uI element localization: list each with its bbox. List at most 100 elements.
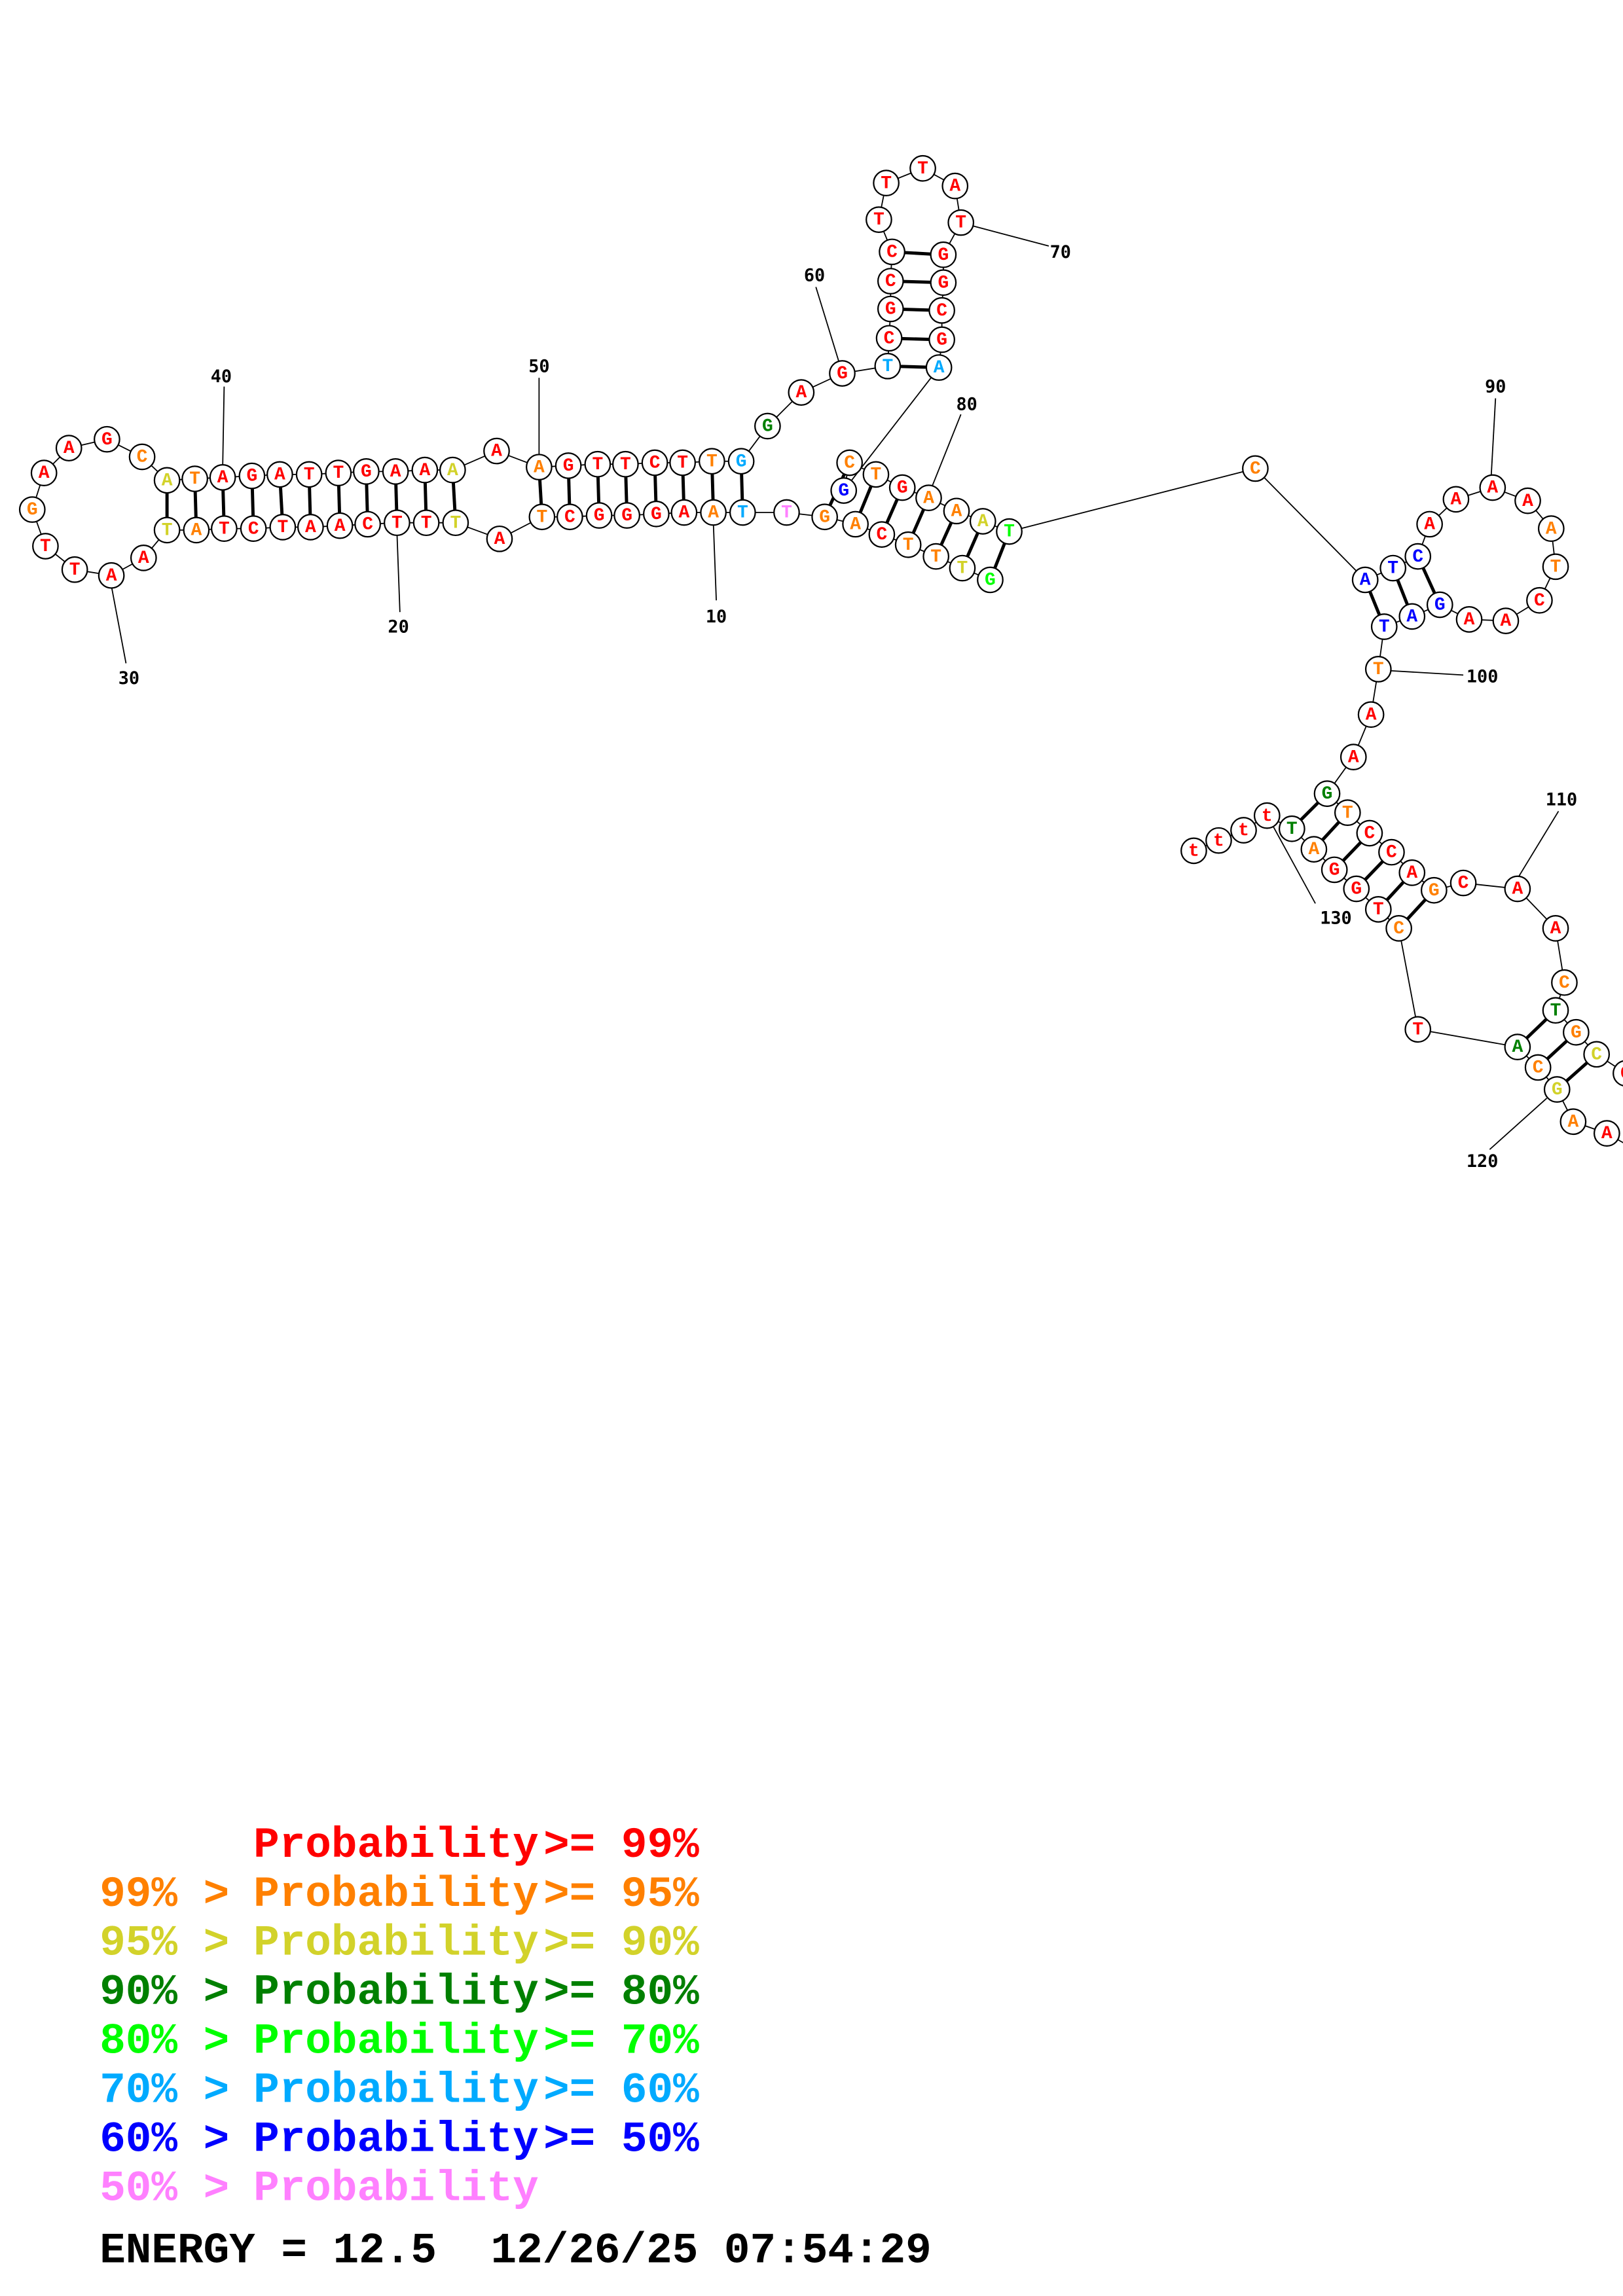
nucleotide-base: A bbox=[419, 461, 430, 481]
nucleotide-base: A bbox=[491, 442, 502, 462]
nucleotide-circle bbox=[18, 496, 46, 523]
nucleotide-110: A bbox=[1504, 875, 1531, 903]
nucleotide-base: A bbox=[1522, 492, 1533, 512]
nucleotide-circle bbox=[947, 209, 975, 236]
nucleotide-base: C bbox=[1412, 547, 1423, 567]
legend-row: 50% >Probability bbox=[100, 2164, 538, 2213]
nucleotide-104: T bbox=[1334, 799, 1361, 827]
nucleotide-circle bbox=[353, 458, 380, 485]
nucleotide-122: A bbox=[1504, 1033, 1531, 1060]
nucleotide-base: T bbox=[333, 463, 344, 484]
nucleotide-36: G bbox=[94, 425, 120, 453]
nucleotide-circle bbox=[1230, 817, 1257, 844]
nucleotide-56: T bbox=[699, 448, 725, 475]
nucleotide-circle bbox=[240, 515, 267, 543]
nucleotide-9: T bbox=[729, 499, 756, 526]
nucleotide-base: T bbox=[162, 521, 173, 541]
nucleotide-base: A bbox=[1450, 490, 1461, 511]
nucleotide-40: A bbox=[209, 463, 236, 491]
nucleotide-base: C bbox=[1591, 1045, 1602, 1065]
nucleotide-base: A bbox=[191, 521, 202, 541]
nucleotide-circle bbox=[1205, 827, 1232, 854]
nucleotide-58: G bbox=[754, 412, 781, 440]
nucleotide-circle bbox=[842, 511, 869, 538]
nucleotide-base: T bbox=[219, 519, 230, 539]
legend-row: Probability>= 99% bbox=[253, 1821, 699, 1870]
nucleotide-circle bbox=[773, 499, 800, 526]
nucleotide-119: A bbox=[1559, 1108, 1587, 1136]
nucleotide-base: T bbox=[450, 513, 461, 533]
nucleotide-circle bbox=[862, 461, 890, 488]
nucleotide-111: A bbox=[1542, 915, 1569, 942]
nucleotide-circle bbox=[238, 462, 266, 490]
nucleotide-circle bbox=[1385, 915, 1412, 942]
nucleotide-84: C bbox=[1242, 455, 1269, 482]
nucleotide-60: G bbox=[829, 360, 856, 387]
legend-threshold: >= 95% bbox=[543, 1870, 699, 1919]
backbone-segment bbox=[1009, 468, 1256, 532]
nucleotide-64: C bbox=[877, 268, 904, 295]
nucleotide-circle bbox=[1370, 613, 1398, 640]
nucleotide-circle bbox=[584, 450, 611, 478]
nucleotide-circle bbox=[941, 172, 969, 200]
nucleotide-circle bbox=[1356, 819, 1383, 847]
nucleotide-63: G bbox=[877, 295, 904, 323]
nucleotide-base: T bbox=[677, 454, 688, 474]
legend-row: 95% >Probability>= 90% bbox=[100, 1919, 699, 1968]
nucleotide-5: C bbox=[868, 521, 896, 548]
nucleotide-base: C bbox=[1533, 1058, 1544, 1079]
nucleotide-48: A bbox=[439, 456, 466, 484]
nucleotide-base: T bbox=[871, 465, 882, 485]
nucleotide-base: G bbox=[736, 452, 747, 472]
nucleotide-38: A bbox=[153, 467, 181, 494]
nucleotide-base: T bbox=[277, 518, 288, 538]
nucleotide-circle bbox=[153, 467, 181, 494]
nucleotide-circle bbox=[877, 295, 904, 323]
nucleotide-base: T bbox=[903, 535, 914, 556]
nucleotide-base: t bbox=[1238, 821, 1249, 841]
nucleotide-66: T bbox=[866, 206, 892, 233]
nucleotide-base: A bbox=[1546, 519, 1557, 539]
nucleotide-circle bbox=[1278, 815, 1305, 842]
nucleotide-circle bbox=[209, 463, 236, 491]
nucleotide-39: T bbox=[181, 465, 208, 492]
nucleotide-circle bbox=[354, 511, 381, 538]
nucleotide-base: C bbox=[362, 515, 373, 535]
position-tick bbox=[1388, 670, 1464, 676]
nucleotide-base: A bbox=[1424, 515, 1435, 535]
nucleotide-base: G bbox=[838, 481, 849, 501]
position-tick bbox=[396, 533, 401, 613]
nucleotide-79: G bbox=[888, 474, 916, 501]
nucleotide-49: A bbox=[483, 437, 510, 465]
nucleotide-base: A bbox=[949, 177, 960, 197]
nucleotide-18: T bbox=[442, 509, 469, 537]
nucleotide-base: T bbox=[1373, 660, 1384, 680]
nucleotide-base: A bbox=[39, 463, 50, 484]
nucleotide-circle bbox=[977, 566, 1004, 594]
position-tick bbox=[222, 386, 225, 467]
nucleotide-base: C bbox=[844, 454, 855, 474]
probability-legend: Probability>= 99%99% >Probability>= 95%9… bbox=[100, 1821, 699, 2214]
nucleotide-base: G bbox=[936, 331, 947, 351]
nucleotide-circle bbox=[130, 545, 157, 571]
nucleotide-base: T bbox=[873, 210, 884, 230]
nucleotide-base: C bbox=[1250, 459, 1261, 480]
nucleotide-base: G bbox=[1329, 861, 1340, 881]
nucleotide-circle bbox=[1514, 487, 1541, 514]
nucleotide-base: A bbox=[923, 488, 934, 509]
nucleotide-circle bbox=[1524, 1054, 1552, 1081]
nucleotide-base: T bbox=[881, 173, 892, 194]
nucleotide-circle bbox=[1404, 1016, 1432, 1043]
nucleotide-base: A bbox=[795, 383, 807, 403]
nucleotide-12: G bbox=[642, 500, 670, 528]
nucleotide-73: C bbox=[928, 296, 955, 324]
nucleotide-circle bbox=[1542, 553, 1569, 581]
nucleotide-base: A bbox=[447, 461, 458, 481]
nucleotide-42: A bbox=[266, 461, 293, 488]
position-label: 30 bbox=[119, 668, 139, 689]
nucleotide-128: A bbox=[1300, 836, 1328, 863]
nucleotide-circle bbox=[295, 461, 323, 488]
nucleotide-95: A bbox=[1492, 607, 1520, 634]
legend-threshold: >= 90% bbox=[543, 1919, 699, 1968]
nucleotide-circle bbox=[700, 499, 727, 526]
